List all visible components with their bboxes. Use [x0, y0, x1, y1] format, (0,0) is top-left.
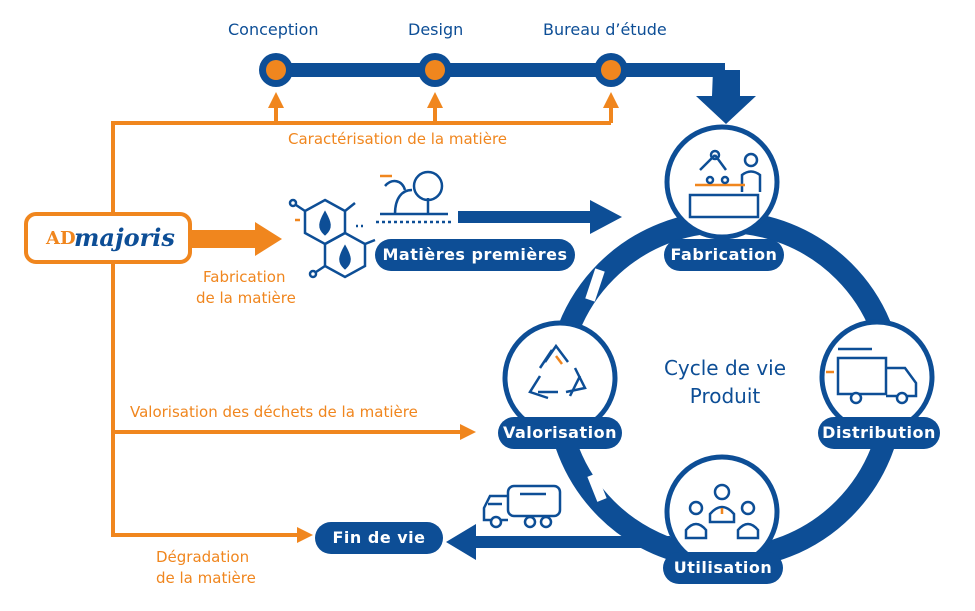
node-bureau: [594, 53, 628, 87]
orange-connectors: [111, 92, 619, 543]
label-design: Design: [408, 20, 464, 39]
label-caracterisation: Caractérisation de la matière: [288, 130, 508, 148]
fabrication-node: [664, 124, 780, 240]
node-conception: [259, 53, 293, 87]
valorisation-node: [502, 320, 618, 436]
pill-distribution: Distribution: [818, 417, 940, 449]
label-bureau-etude: Bureau d’étude: [543, 20, 667, 39]
recycle-icon: [528, 343, 587, 400]
distribution-node: [819, 319, 935, 435]
label-conception: Conception: [228, 20, 319, 39]
pill-fabrication: Fabrication: [664, 239, 784, 271]
utilisation-node: [664, 454, 780, 570]
orange-big-arrow: [192, 222, 282, 256]
cycle-title-line1: Cycle de vie: [663, 356, 787, 380]
label-valorisation-dechets: Valorisation des déchets de la matière: [130, 403, 418, 421]
logo-mark: AD: [46, 228, 76, 249]
logo-text: majoris: [74, 223, 175, 252]
majoris-logo: AD majoris: [24, 212, 192, 264]
pill-utilisation: Utilisation: [663, 552, 783, 584]
pill-fin-de-vie: Fin de vie: [315, 522, 443, 554]
label-degradation-1: Dégradation: [156, 548, 250, 566]
arrow-to-fabrication: [458, 200, 622, 234]
pill-matieres-premieres: Matières premières: [375, 239, 575, 271]
label-fabrication-matiere-1: Fabrication: [203, 268, 286, 286]
label-fabrication-matiere-2: de la matière: [196, 289, 296, 307]
truck-icon: [826, 347, 918, 405]
cycle-title-line2: Produit: [689, 384, 761, 408]
garbage-truck-icon: [482, 484, 562, 529]
molecule-icon: [288, 198, 376, 279]
node-design: [418, 53, 452, 87]
arrow-to-fin-de-vie: [446, 524, 670, 560]
people-group-icon: [684, 483, 760, 540]
factory-robot-icon: [688, 149, 762, 219]
label-degradation-2: de la matière: [156, 569, 256, 587]
pill-valorisation: Valorisation: [498, 417, 622, 449]
top-flow: [259, 53, 756, 124]
plant-tree-icon: [376, 170, 452, 224]
